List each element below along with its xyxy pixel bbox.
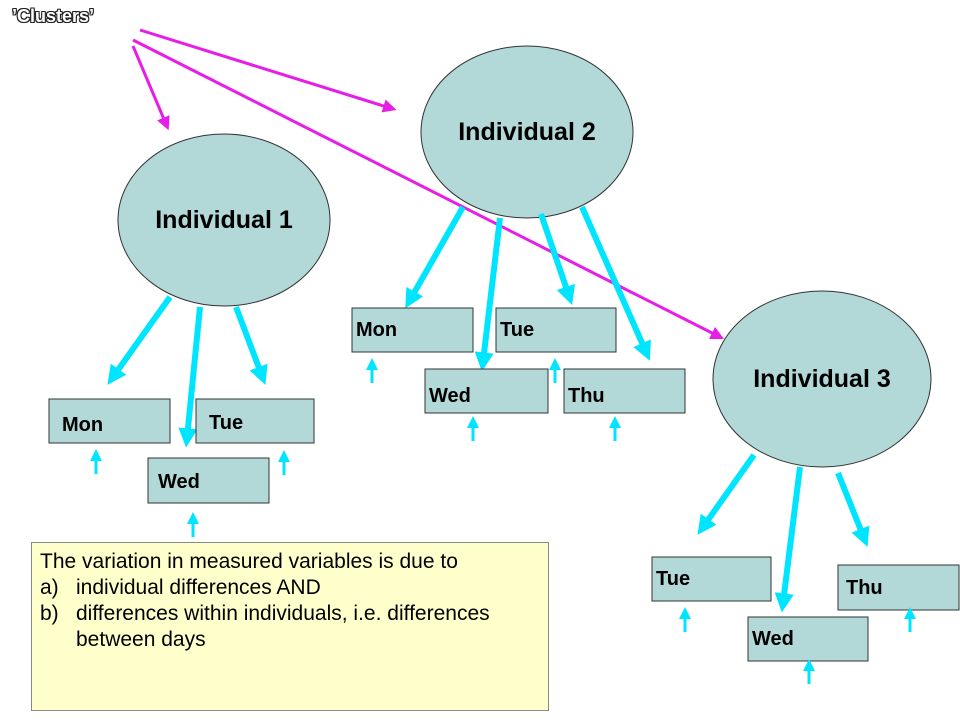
cluster-arrows	[131, 28, 725, 340]
individual-2-ellipse	[420, 45, 634, 219]
day-label: Thu	[846, 577, 883, 599]
cluster-arrow-individual-1	[131, 45, 170, 131]
individual-3-label: Individual 3	[753, 365, 891, 393]
individual-1-ellipse	[117, 133, 331, 307]
note-text: differences within individuals, i.e. dif…	[76, 602, 490, 651]
day-label: Wed	[158, 471, 200, 493]
individual-2-group: Individual 2 Mon Tue Wed Thu	[351, 45, 686, 441]
cluster-arrow-individual-2	[139, 28, 397, 113]
individual-3-group: Individual 3 Tue Thu Wed	[651, 290, 960, 684]
day-box	[747, 616, 869, 662]
day-box	[48, 398, 171, 444]
day-box	[424, 368, 549, 414]
branch-arrow	[579, 205, 651, 361]
day-box	[147, 457, 270, 504]
note-list: a) individual differences AND b) differe…	[40, 575, 538, 653]
day-label: Mon	[62, 414, 103, 436]
individual-3-branches	[697, 453, 870, 613]
day-label: Tue	[209, 412, 243, 434]
branch-arrow	[178, 306, 203, 448]
branch-arrow	[474, 217, 503, 372]
branch-arrow	[697, 453, 757, 535]
individual-2-residuals	[366, 358, 621, 441]
individual-3-ellipse	[712, 290, 932, 468]
cluster-arrow-individual-3	[132, 38, 725, 340]
day-label: Wed	[752, 628, 794, 650]
individual-2-branches	[405, 205, 651, 372]
day-label: Wed	[429, 385, 471, 407]
individual-1-branches	[107, 295, 268, 448]
branch-arrow	[538, 213, 575, 306]
note-text: individual differences AND	[76, 576, 321, 599]
individual-1-residuals	[90, 449, 290, 537]
day-box	[651, 556, 772, 602]
note-point-a: a) individual differences AND	[40, 575, 538, 601]
day-box	[351, 307, 474, 353]
day-box	[195, 398, 315, 444]
day-label: Thu	[568, 385, 605, 407]
day-box	[495, 307, 617, 353]
branch-arrow	[107, 295, 173, 385]
branch-arrow	[405, 205, 466, 309]
day-box	[837, 564, 960, 611]
note-intro: The variation in measured variables is d…	[40, 550, 458, 573]
individual-3-residuals	[679, 607, 916, 684]
explanation-note: The variation in measured variables is d…	[31, 542, 549, 711]
day-box	[563, 368, 686, 414]
individual-2-label: Individual 2	[458, 118, 596, 146]
day-label: Tue	[656, 568, 690, 590]
individual-1-label: Individual 1	[155, 206, 293, 234]
day-label: Tue	[500, 319, 534, 341]
branch-arrow	[774, 466, 803, 613]
note-marker: b)	[40, 602, 59, 625]
branch-arrow	[233, 305, 268, 385]
day-label: Mon	[356, 319, 397, 341]
individual-1-group: Individual 1 Mon Tue Wed	[48, 133, 331, 537]
branch-arrow	[835, 471, 870, 547]
note-marker: a)	[40, 576, 59, 599]
clusters-label: ’Clusters’	[12, 6, 95, 26]
note-point-b: b) differences within individuals, i.e. …	[40, 601, 538, 653]
